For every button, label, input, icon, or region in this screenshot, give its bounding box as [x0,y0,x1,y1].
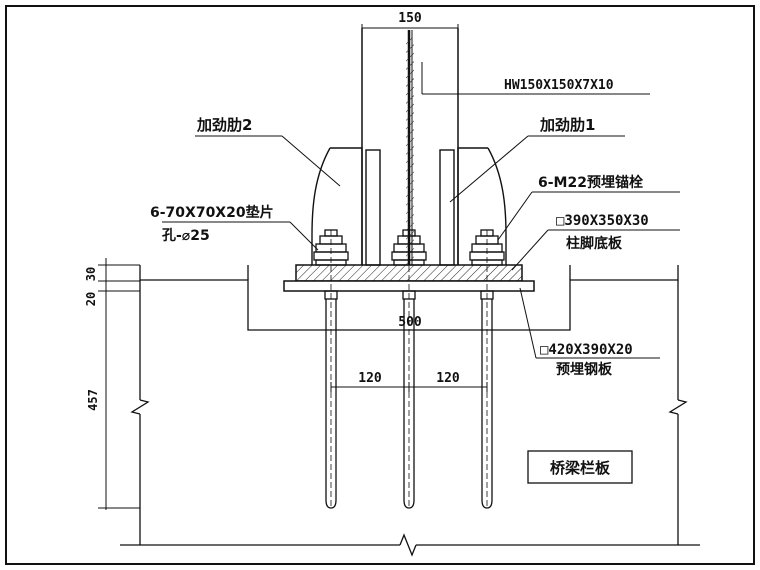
hw-section-label: HW150X150X7X10 [504,78,614,93]
washer-spec-label: 6-70X70X20垫片 [150,204,274,221]
anchor-bolt-right [469,229,505,509]
anchor-bolts-leader [497,191,680,241]
base-plate-spec-label: □390X350X30 [556,213,649,229]
dimension-20-label: 20 [84,292,98,306]
base-plate-name-label: 柱脚底板 [566,235,623,252]
dimension-500-label: 500 [398,315,422,330]
parapet-label: 桥梁栏板 [550,459,611,477]
stiffener-2-leader [195,135,341,187]
anchor-bolts-label: 6-M22预埋锚栓 [538,174,643,191]
hw-section-leader [421,62,650,95]
parapet-outline [120,265,700,557]
dimension-120-right-label: 120 [436,371,460,386]
stiffener-right [439,147,507,266]
anchor-bolt-middle [391,229,427,509]
parapet-label-box [527,450,633,484]
bolt-spacing-dimensions [330,382,488,392]
dimension-150-label: 150 [398,11,422,26]
stiffener-1-label: 加劲肋1 [539,116,595,134]
stiffener-2-label: 加劲肋2 [196,116,252,134]
stiffener-1-leader [449,135,625,203]
embedded-plate-name-label: 预埋钢板 [556,361,613,378]
dimension-150 [361,24,459,34]
drawing-frame [5,5,755,565]
embedded-plate-spec-label: □420X390X20 [540,342,633,358]
anchor-bolt-left [313,229,349,509]
left-vertical-dimensions [98,258,140,510]
embedded-plate-leader [519,287,660,359]
dimension-30-label: 30 [84,267,98,281]
base-plate-leader [511,229,680,271]
dimension-120-left-label: 120 [358,371,382,386]
washer-hole-label: 孔-⌀25 [162,228,210,244]
dimension-457-label: 457 [86,389,100,411]
washer-leader [162,221,319,251]
